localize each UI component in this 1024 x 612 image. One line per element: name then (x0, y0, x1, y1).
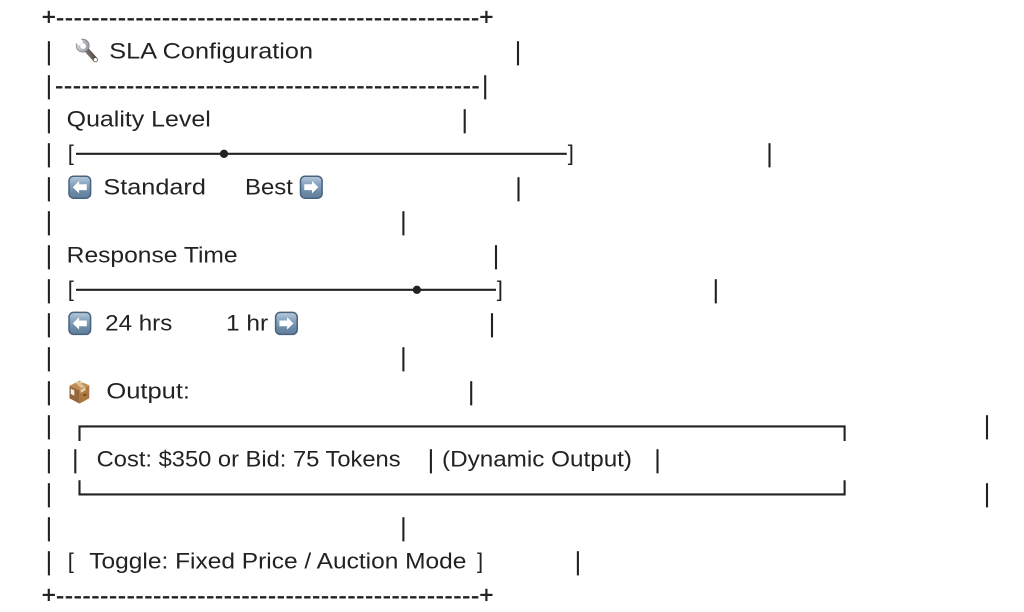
svg-text:Standard: Standard (103, 175, 205, 200)
svg-text:]: ] (477, 549, 483, 574)
svg-text:Quality Level: Quality Level (67, 107, 211, 132)
svg-text:Output:: Output: (106, 379, 190, 404)
svg-text:Response Time: Response Time (67, 243, 238, 268)
svg-text:]: ] (497, 277, 503, 302)
svg-text:Cost: $350 or Bid: 75 Tokens: Cost: $350 or Bid: 75 Tokens (97, 447, 401, 472)
svg-text:1 hr: 1 hr (226, 311, 268, 336)
svg-text:Toggle: Fixed Price / Auction: Toggle: Fixed Price / Auction Mode (89, 549, 466, 574)
svg-text:Best: Best (245, 175, 293, 200)
svg-text:[: [ (68, 277, 74, 302)
svg-text:SLA Configuration: SLA Configuration (109, 39, 313, 64)
svg-text:[: [ (68, 549, 74, 574)
svg-text:24 hrs: 24 hrs (105, 311, 172, 336)
svg-text:[: [ (68, 141, 74, 166)
svg-text:]: ] (568, 141, 574, 166)
svg-text:(Dynamic Output): (Dynamic Output) (442, 447, 632, 472)
